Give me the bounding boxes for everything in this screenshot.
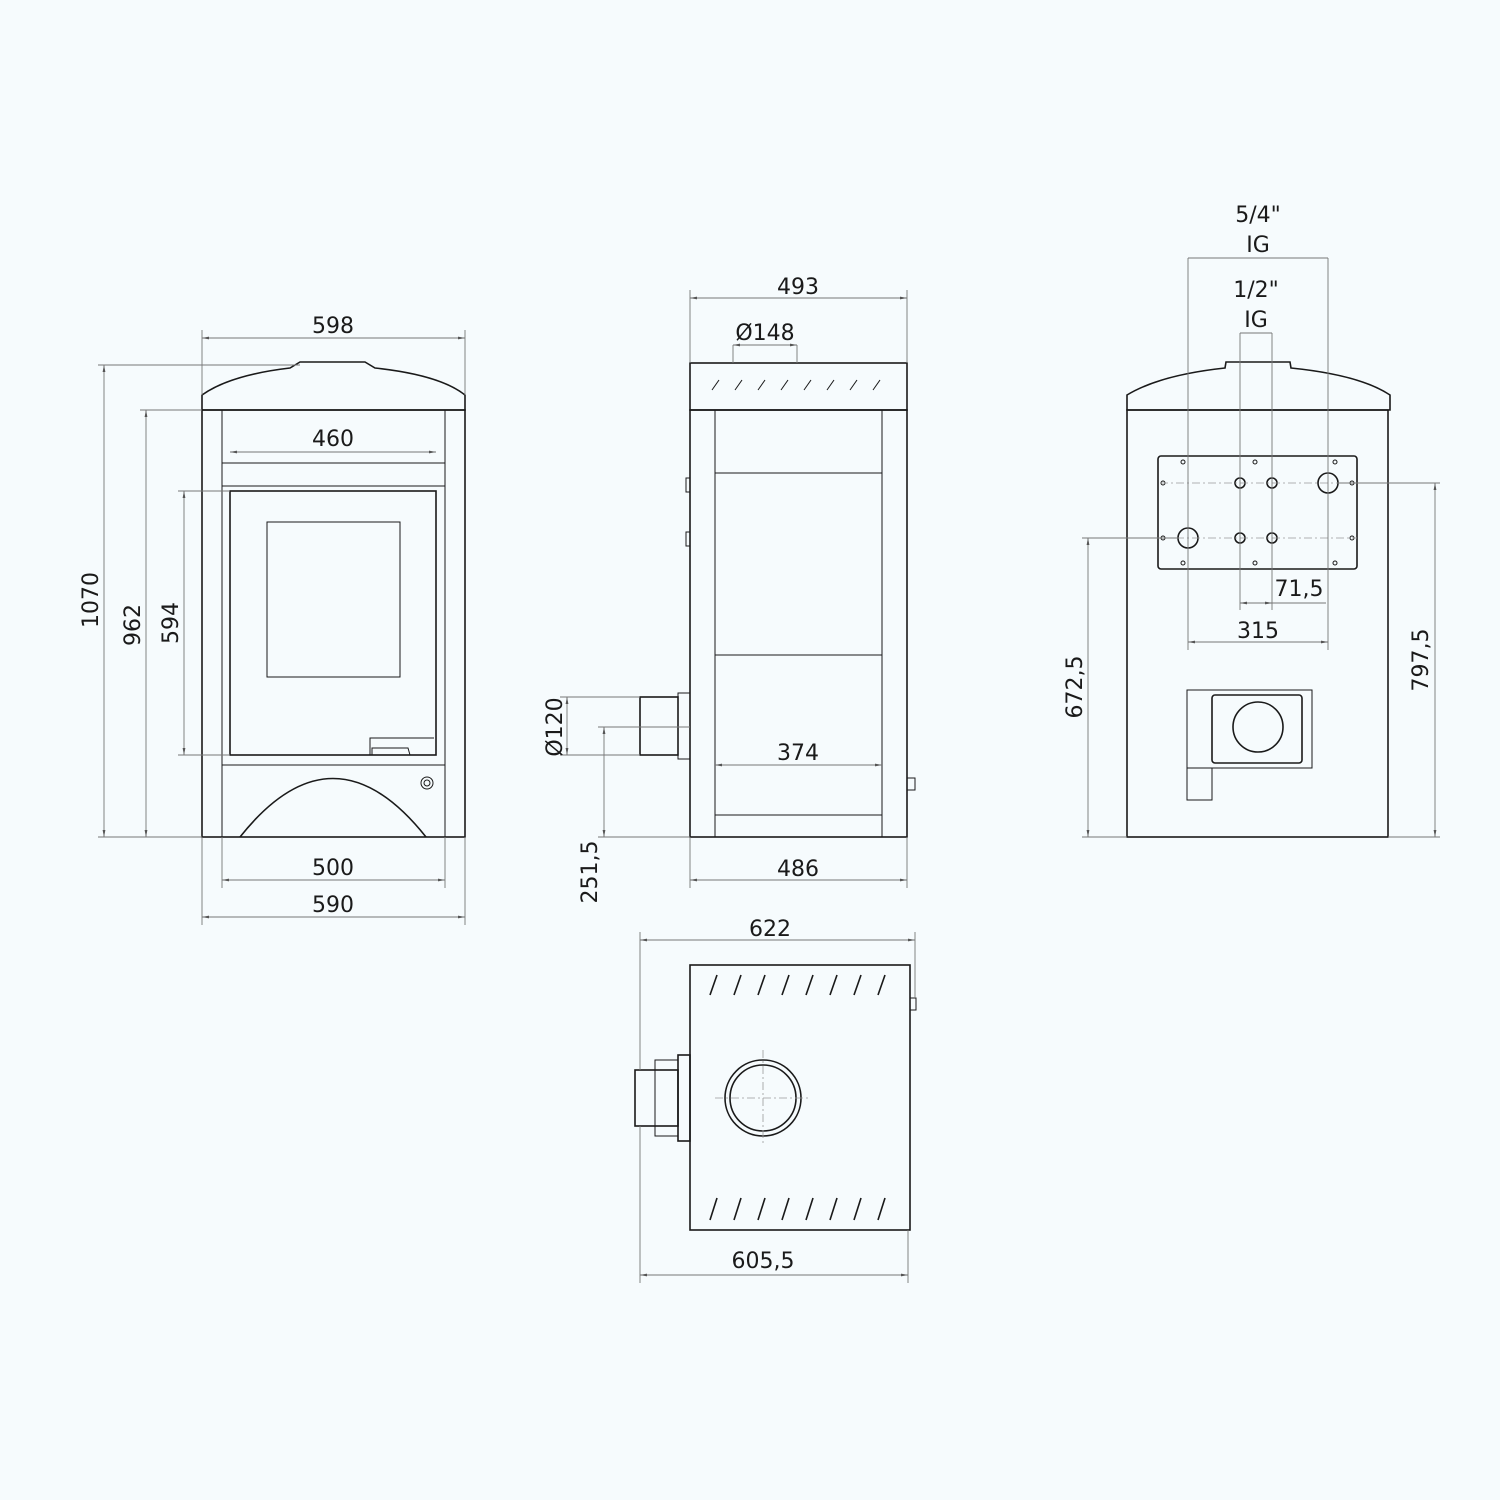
connection-plate — [1157, 455, 1358, 570]
vent-slot — [853, 1197, 862, 1221]
dim-594: 594 — [159, 602, 184, 644]
vent-slot — [872, 379, 881, 391]
vent-slot — [803, 379, 812, 391]
dim-flue-148: Ø148 — [735, 321, 794, 346]
top-view: 622 605,5 — [634, 917, 917, 1283]
rear-flue — [639, 696, 679, 756]
door — [229, 490, 437, 756]
dim-962: 962 — [121, 604, 146, 646]
vent-slot — [849, 379, 858, 391]
dim-672-5: 672,5 — [1063, 656, 1088, 719]
dim-251-5: 251,5 — [578, 841, 603, 904]
plate-screw-hole — [1332, 560, 1338, 566]
vent-slot — [805, 974, 814, 996]
vent-slot — [829, 974, 838, 996]
back-view: 5/4" IG 1/2" IG 71,5 315 672,5 797,5 — [1063, 203, 1440, 838]
vent-slot — [829, 1197, 838, 1221]
vent-slot — [733, 974, 742, 996]
vent-slot — [709, 974, 718, 996]
vent-slot — [757, 1197, 766, 1221]
base-arch — [239, 777, 427, 838]
dim-622: 622 — [749, 917, 791, 942]
vent-slot — [853, 974, 862, 996]
vent-slot — [757, 379, 766, 391]
label-1-2-inch: 1/2" — [1233, 278, 1279, 303]
plate-screw-hole — [1332, 459, 1338, 465]
plate-screw-hole — [1180, 560, 1186, 566]
dim-500: 500 — [312, 856, 354, 881]
label-5-4-inch: 5/4" — [1235, 203, 1281, 228]
front-view: 598 460 1070 962 594 500 590 — [79, 314, 466, 925]
dim-598: 598 — [312, 314, 354, 339]
vent-slot — [781, 1197, 790, 1221]
vent-slot — [805, 1197, 814, 1221]
label-1-2-ig: IG — [1244, 308, 1268, 333]
side-view: 493 Ø148 Ø120 251,5 374 486 — [543, 275, 916, 904]
dim-460: 460 — [312, 427, 354, 452]
dim-605-5: 605,5 — [732, 1249, 795, 1274]
dim-flue-120: Ø120 — [543, 697, 568, 756]
vent-slot — [733, 1197, 742, 1221]
dim-315: 315 — [1237, 619, 1279, 644]
vent-slot — [709, 1197, 718, 1221]
dim-1070: 1070 — [79, 572, 104, 628]
vent-slot — [711, 379, 720, 391]
dim-797-5: 797,5 — [1409, 629, 1434, 692]
plate-screw-hole — [1252, 459, 1258, 465]
dim-590: 590 — [312, 893, 354, 918]
plate-screw-hole — [1252, 560, 1258, 566]
vent-slot — [734, 379, 743, 391]
vent-slot — [781, 974, 790, 996]
dim-493: 493 — [777, 275, 819, 300]
dim-374: 374 — [777, 741, 819, 766]
vent-slot — [877, 974, 886, 996]
label-5-4-ig: IG — [1246, 233, 1270, 258]
vent-slot — [757, 974, 766, 996]
vent-slot — [780, 379, 789, 391]
vent-slot — [826, 379, 835, 391]
dim-486: 486 — [777, 857, 819, 882]
plate-screw-hole — [1180, 459, 1186, 465]
dim-71-5: 71,5 — [1275, 577, 1324, 602]
door-glass — [266, 521, 401, 678]
vent-slot — [877, 1197, 886, 1221]
